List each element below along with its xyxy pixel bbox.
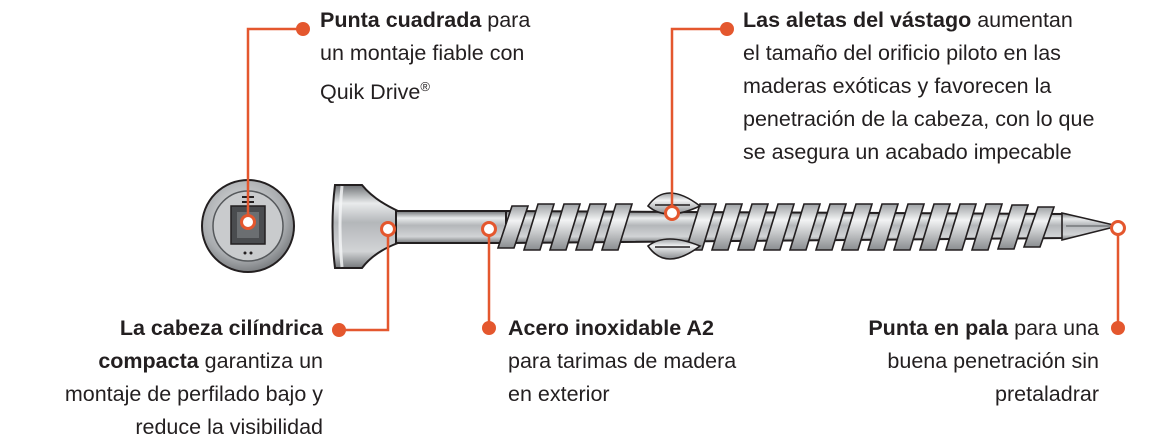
dot-spade-point (1111, 321, 1125, 335)
dot-shank-fins (720, 22, 734, 36)
shank-fins (646, 192, 702, 260)
marker-spade-point (1110, 220, 1126, 236)
leader-shank-fins (670, 27, 727, 213)
leader-lines (246, 27, 1120, 332)
dot-stainless-steel (482, 321, 496, 335)
shank-fins-title: Las aletas del vástago (743, 8, 972, 32)
screw-side-view (331, 184, 1119, 269)
leader-compact-head (339, 229, 390, 332)
cylindrical-head (331, 184, 399, 269)
leader-square-drive (246, 27, 303, 222)
callout-spade-point: Punta en pala para una buena penetración… (868, 316, 1099, 406)
marker-square-drive (240, 214, 256, 230)
marker-dots (296, 22, 1125, 337)
marker-compact-head (380, 221, 396, 237)
spade-point-title: Punta en pala (868, 316, 1009, 340)
marker-shank-fins (664, 205, 680, 221)
square-drive-title: Punta cuadrada (320, 8, 482, 32)
callout-stainless-steel: Acero inoxidable A2 para tarimas de made… (508, 316, 737, 406)
callout-square-drive: Punta cuadrada para un montaje fiable co… (320, 8, 531, 105)
compact-head-title: La cabeza cilíndrica (119, 316, 323, 340)
threads (496, 203, 1056, 251)
callout-shank-fins: Las aletas del vástago aumentan el tamañ… (743, 8, 1095, 164)
stainless-steel-title: Acero inoxidable A2 (508, 316, 714, 340)
dot-square-drive (296, 22, 310, 36)
dot-compact-head (332, 323, 346, 337)
marker-stainless-steel (481, 221, 497, 237)
callout-compact-head: La cabeza cilíndrica compacta garantiza … (64, 316, 323, 439)
marker-rings (240, 205, 1126, 237)
